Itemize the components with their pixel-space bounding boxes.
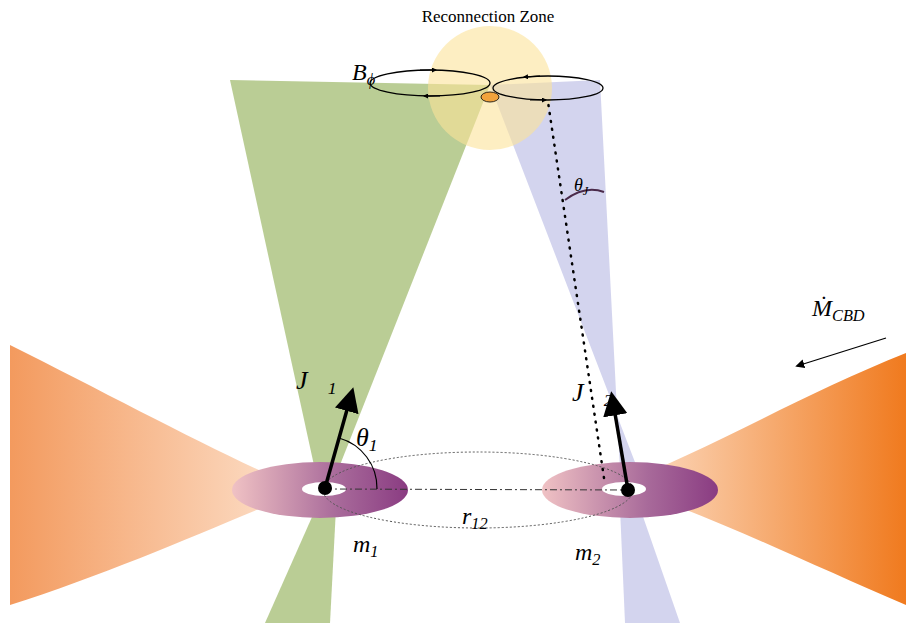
black-hole xyxy=(318,481,332,495)
field-loop xyxy=(493,76,603,100)
jet-axis xyxy=(548,102,604,478)
spin-vector xyxy=(325,392,352,488)
spin-label: J⃗1 xyxy=(296,368,337,394)
reconnection-zone xyxy=(428,26,552,150)
field-arrow xyxy=(424,96,440,97)
black-hole xyxy=(621,483,635,497)
spin-vector xyxy=(612,396,628,490)
field-loop xyxy=(370,70,490,96)
zone-title: Reconnection Zone xyxy=(422,8,555,25)
inflow-label: ṀCBD xyxy=(812,296,865,320)
jet-1 xyxy=(230,80,490,470)
inflow-arrow xyxy=(797,338,886,366)
disk-hole xyxy=(602,482,646,496)
angle-label: θJ xyxy=(574,176,588,194)
jet-2-lower xyxy=(620,508,680,623)
reconnection-core xyxy=(481,92,499,102)
field-arrow xyxy=(420,70,436,71)
field-arrow xyxy=(524,76,540,77)
mass-label: m1 xyxy=(353,532,379,556)
disk-hole xyxy=(302,482,346,496)
angle-label: θ1 xyxy=(356,425,378,451)
minidisk-1 xyxy=(232,462,408,518)
field-label: Bϕ xyxy=(352,60,375,84)
jet-1-lower xyxy=(265,508,336,623)
separation-label: r12 xyxy=(462,504,488,528)
mass-label: m2 xyxy=(575,540,601,564)
spin-label: J⃗2 xyxy=(572,380,613,406)
separation-line xyxy=(325,489,628,490)
field-arrow xyxy=(530,100,546,101)
